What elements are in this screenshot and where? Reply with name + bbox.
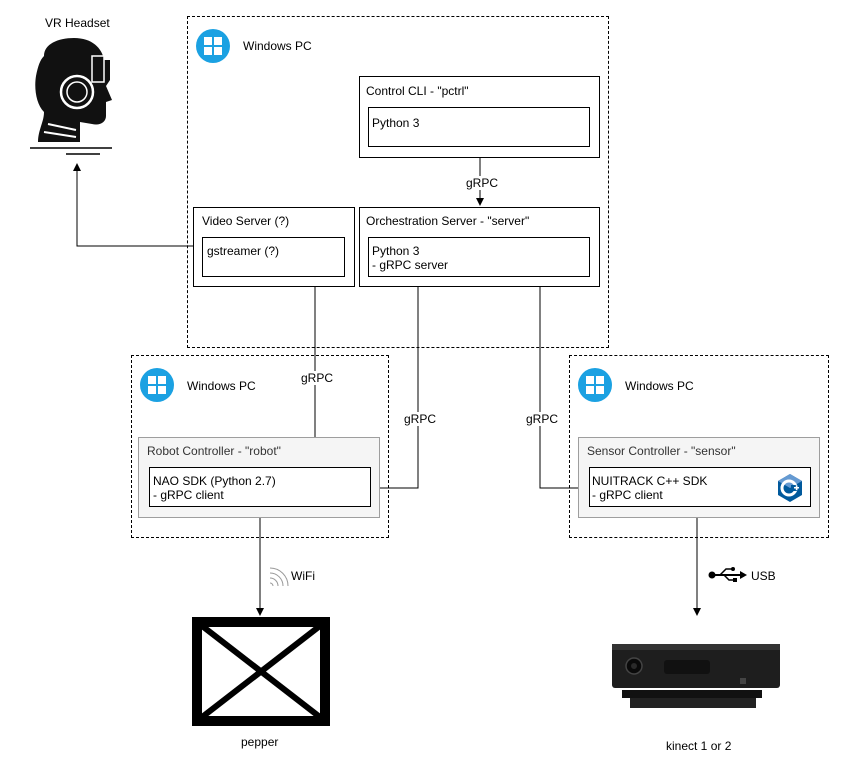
server-to-robot-connector	[371, 280, 422, 492]
usb-label: USB	[751, 569, 776, 583]
orchestration-server-title: Orchestration Server - "server"	[366, 214, 530, 228]
sensor-windows-pc-container	[569, 355, 829, 538]
vr-headset-icon	[30, 38, 112, 155]
control-cli-title: Control CLI - "pctrl"	[366, 84, 469, 98]
pepper-image-placeholder-icon	[192, 617, 330, 726]
video-server-title: Video Server (?)	[202, 214, 290, 228]
robot-controller-title: Robot Controller - "robot"	[147, 444, 281, 458]
windows-logo-icon	[140, 368, 174, 402]
video-server-runtime-box	[202, 237, 345, 277]
control-cli-runtime: Python 3	[372, 116, 420, 130]
server-to-sensor-connector	[536, 280, 588, 492]
windows-logo-icon	[578, 368, 612, 402]
main-pc-title: Windows PC	[243, 39, 312, 53]
sensor-pc-title: Windows PC	[625, 379, 694, 393]
sensor-controller-runtime-box	[589, 467, 811, 507]
robot-windows-pc-container	[131, 355, 389, 538]
server-sensor-grpc-label: gRPC	[526, 412, 559, 426]
pepper-label: pepper	[241, 735, 279, 749]
wifi-label: WiFi	[291, 569, 315, 583]
usb-icon	[708, 567, 747, 582]
main-windows-pc-container	[187, 16, 609, 348]
sensor-controller-title: Sensor Controller - "sensor"	[587, 444, 736, 458]
video-server-runtime: gstreamer (?)	[207, 244, 280, 258]
cpp-logo-icon	[778, 474, 802, 502]
video-to-vr-connector	[73, 163, 193, 247]
video-robot-grpc-label: gRPC	[301, 371, 334, 385]
server-robot-grpc-label: gRPC	[404, 412, 437, 426]
kinect-sensor-icon	[612, 644, 780, 708]
windows-logo-icon	[196, 29, 230, 63]
control-cli-runtime-box	[368, 107, 590, 147]
cli-server-grpc-label: gRPC	[466, 176, 499, 190]
kinect-label: kinect 1 or 2	[666, 739, 732, 753]
robot-controller-runtime-box	[149, 467, 371, 507]
orchestration-server-runtime-box	[368, 237, 590, 277]
sensor-controller-runtime: NUITRACK C++ SDK - gRPC client	[592, 474, 708, 502]
robot-pc-title: Windows PC	[187, 379, 256, 393]
vr-headset-label: VR Headset	[45, 16, 110, 30]
orchestration-server-runtime: Python 3 - gRPC server	[372, 244, 449, 272]
wifi-icon	[269, 567, 289, 586]
robot-controller-runtime: NAO SDK (Python 2.7) - gRPC client	[153, 474, 276, 502]
